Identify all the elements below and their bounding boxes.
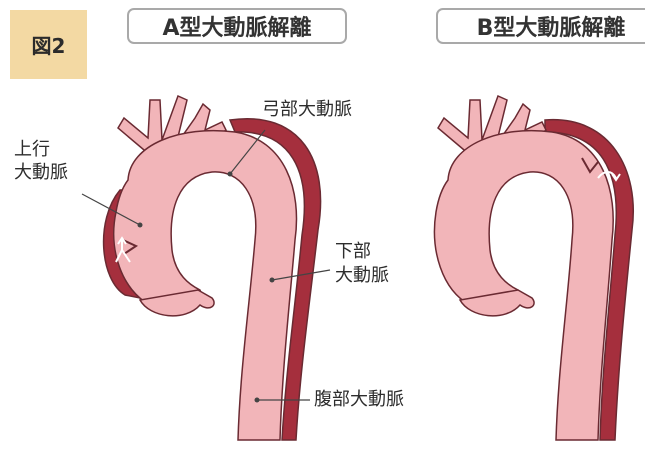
- type-a-aorta: [104, 96, 321, 440]
- label-aortic-arch: 弓部大動脈: [262, 98, 352, 121]
- label-descending-aorta-line2: 大動脈: [335, 264, 389, 287]
- label-descending-aorta-line1: 下部: [335, 240, 371, 263]
- type-a-true-lumen: [114, 131, 297, 440]
- type-b-aorta: [434, 96, 633, 440]
- label-abdominal-aorta: 腹部大動脈: [314, 388, 404, 411]
- type-b-true-lumen: [434, 131, 613, 440]
- label-ascending-aorta-line2: 大動脈: [14, 161, 68, 184]
- label-ascending-aorta-line1: 上行: [14, 138, 50, 161]
